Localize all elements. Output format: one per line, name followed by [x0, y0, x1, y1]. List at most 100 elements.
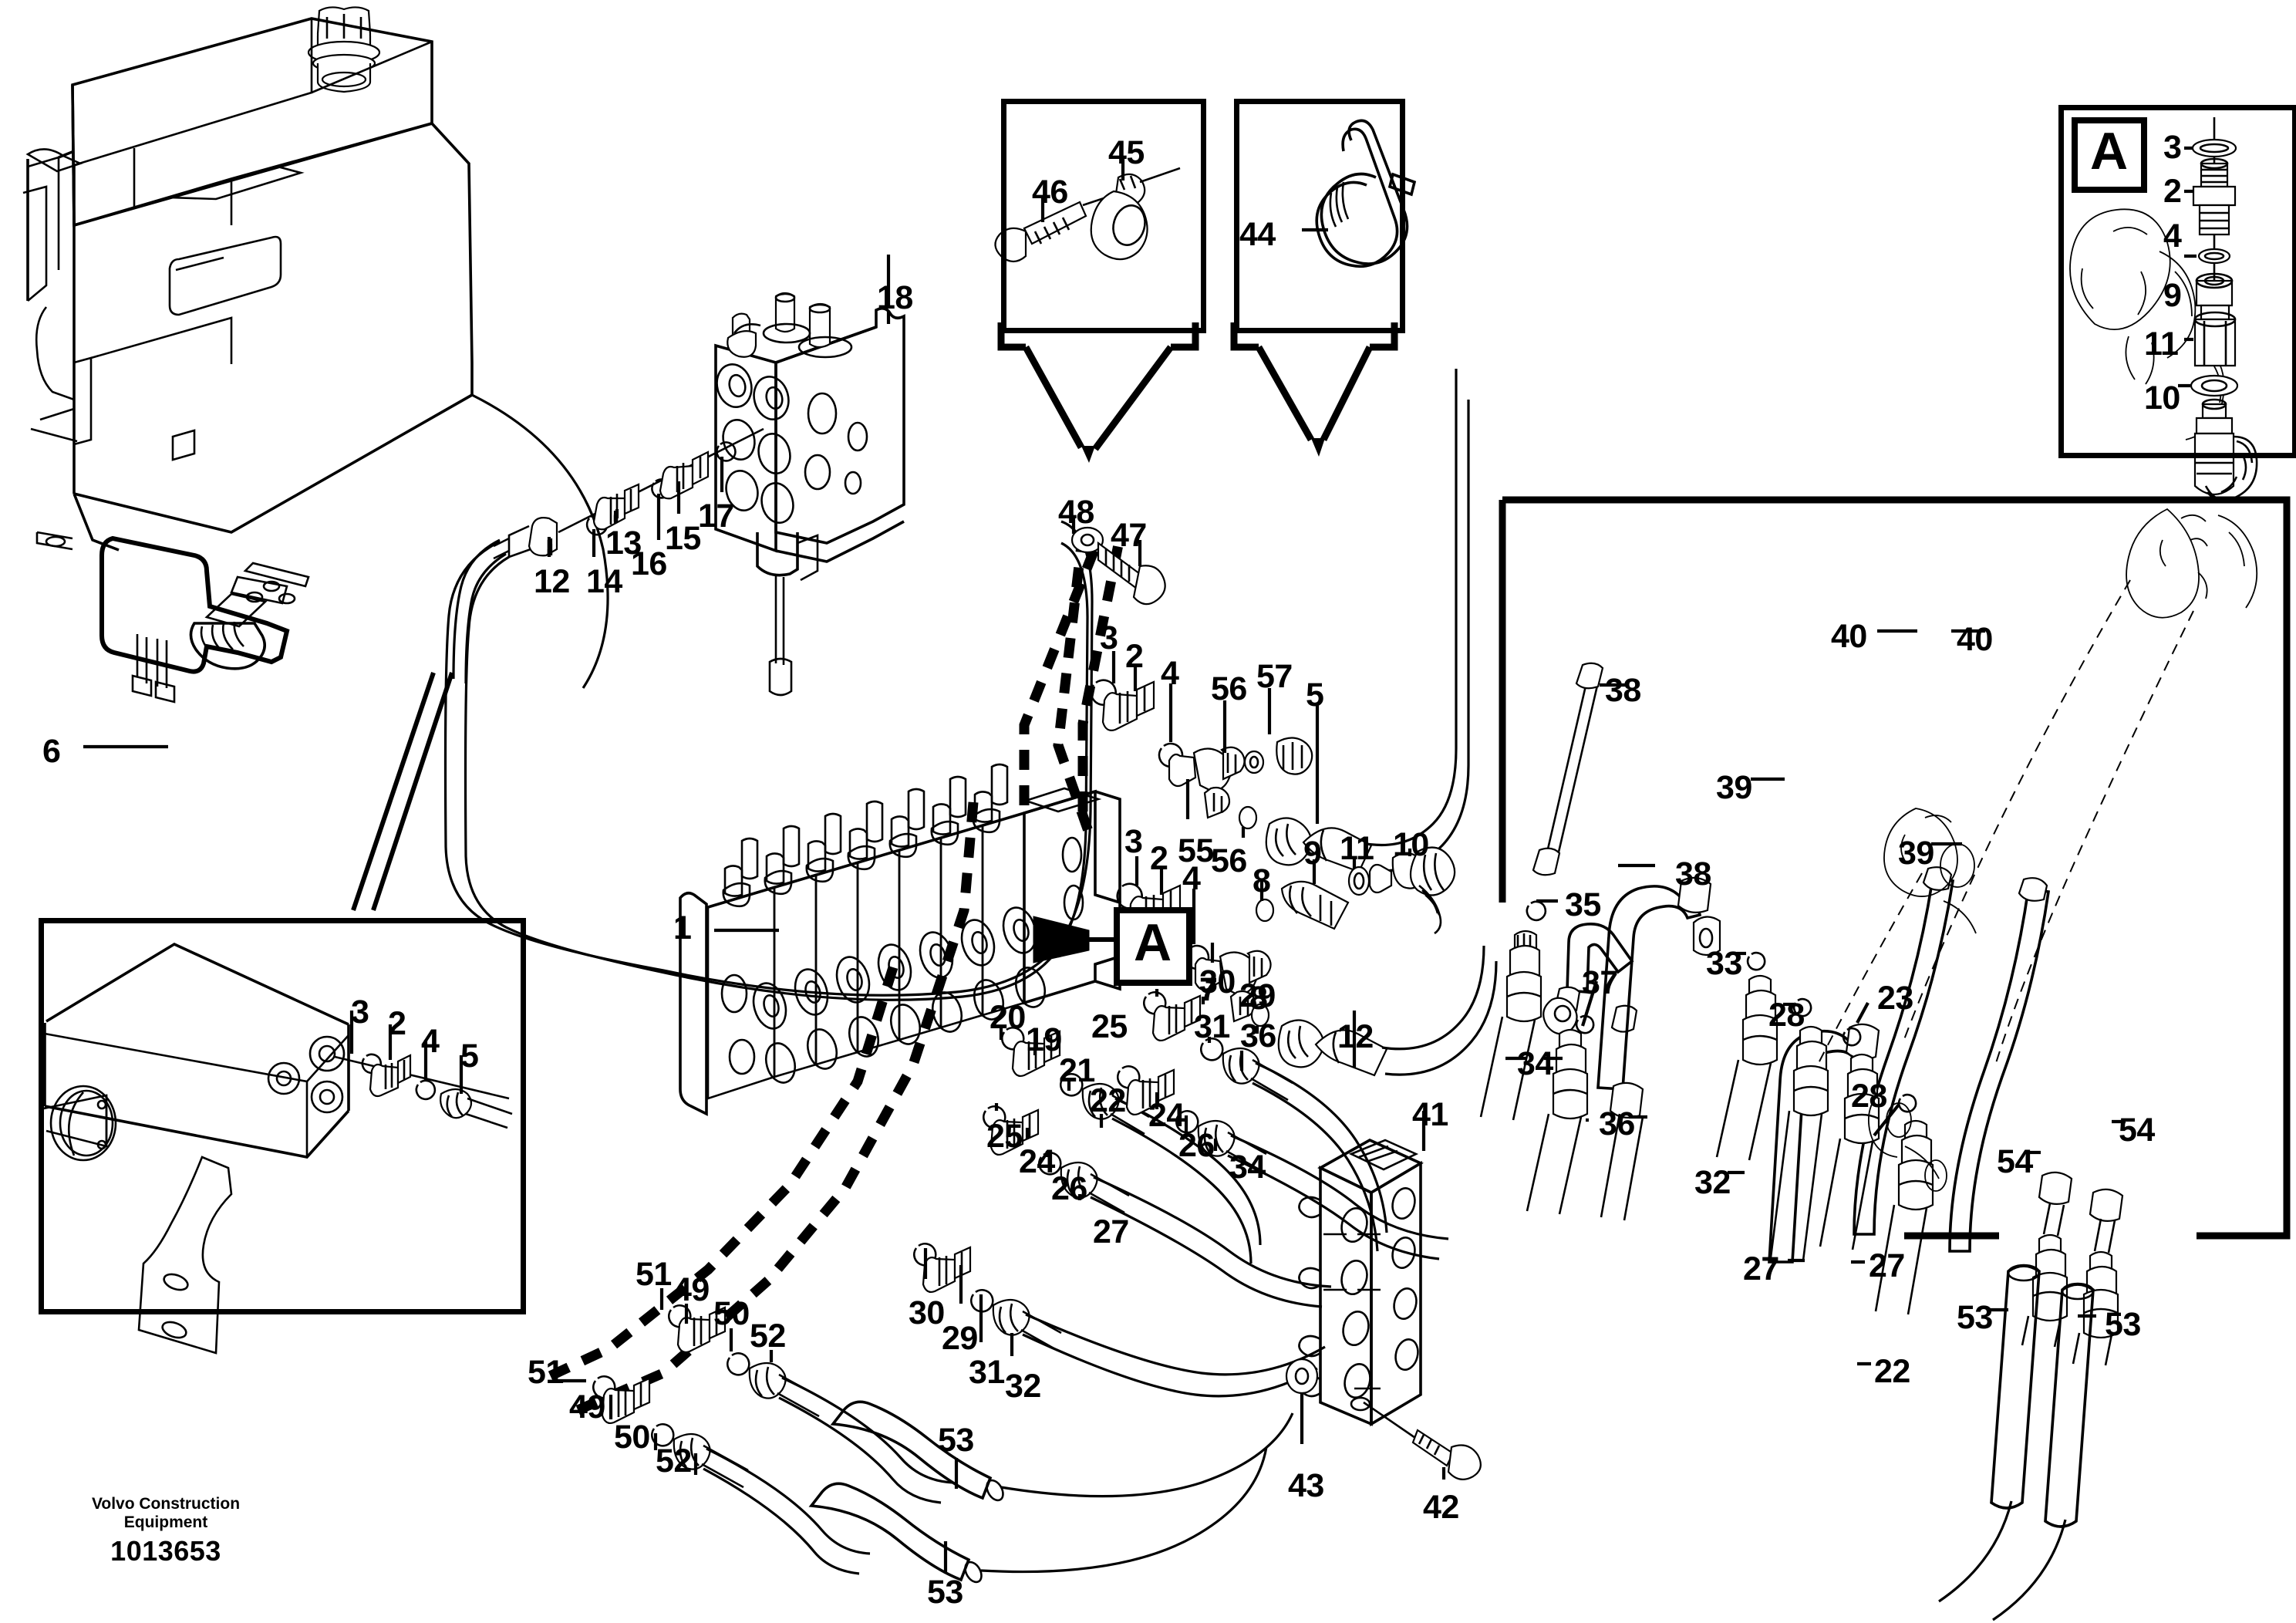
- callout-38-b: 38: [1675, 855, 1711, 892]
- callout-detail-4: 4: [421, 1023, 440, 1060]
- callout-47: 47: [1111, 517, 1147, 554]
- callout-28-a: 28: [1768, 997, 1805, 1034]
- callout-40-a: 40: [1831, 618, 1867, 655]
- callout-12-hose: 12: [1337, 1018, 1374, 1055]
- callout-31-b: 31: [969, 1354, 1005, 1391]
- detail-a-badge-center: A: [1114, 907, 1192, 986]
- callout-9: 9: [1303, 835, 1322, 872]
- callout-27-right-b: 27: [1869, 1247, 1905, 1284]
- callout-24-a: 24: [1019, 1143, 1055, 1180]
- callout-42: 42: [1423, 1489, 1459, 1526]
- callout-a-11: 11: [2144, 326, 2179, 363]
- callout-24-b: 24: [1148, 1097, 1185, 1134]
- callout-22-mid: 22: [1090, 1082, 1126, 1119]
- callout-36-a: 36: [1240, 1017, 1276, 1054]
- valve18-callout-leaders: [547, 457, 724, 557]
- callout-41: 41: [1412, 1096, 1448, 1133]
- control-valve-18: [452, 255, 905, 697]
- callout-55: 55: [1178, 832, 1214, 869]
- callout-50-a: 50: [713, 1295, 750, 1332]
- callout-26-a: 26: [1051, 1170, 1087, 1207]
- callout-31-a: 31: [1194, 1008, 1230, 1045]
- detail-a-center-connector: [1033, 916, 1114, 963]
- callout-detail-2: 2: [388, 1005, 406, 1042]
- main-control-valve-block: [679, 763, 1121, 1116]
- callout-54-a: 54: [1997, 1143, 2033, 1180]
- callout-u2: 2: [1125, 638, 1144, 675]
- callout-a-2: 2: [2163, 173, 2182, 210]
- callout-m4: 4: [1182, 860, 1201, 897]
- callout-53-bottom-a: 53: [938, 1422, 974, 1459]
- callout-32-b: 32: [1005, 1368, 1041, 1405]
- brand-line-2: Equipment: [123, 1513, 208, 1532]
- callout-8-lower: 8: [1249, 980, 1268, 1017]
- callout-25-a: 25: [1091, 1008, 1128, 1045]
- callout-57: 57: [1256, 658, 1293, 695]
- callout-53-bottom-b: 53: [927, 1574, 963, 1611]
- callout-39-a: 39: [1716, 769, 1752, 806]
- detail-a-badge-center-text: A: [1134, 913, 1172, 972]
- callout-12-inlet: 12: [534, 563, 570, 600]
- callout-32-right: 32: [1694, 1164, 1731, 1201]
- callout-40-b: 40: [1957, 621, 1993, 658]
- callout-u4: 4: [1161, 655, 1179, 692]
- detail-box-cabletie: [1234, 99, 1405, 333]
- callout-51-a: 51: [636, 1256, 672, 1293]
- callout-a-3: 3: [2163, 129, 2182, 166]
- callout-u3: 3: [1100, 619, 1118, 656]
- hydraulic-tank-assembly: [22, 6, 609, 749]
- callout-5-upper: 5: [1306, 677, 1324, 714]
- manifold-block: [1285, 1111, 1482, 1480]
- callout-43: 43: [1288, 1467, 1324, 1504]
- callout-27-a: 27: [1093, 1213, 1129, 1250]
- callout-45: 45: [1108, 134, 1145, 171]
- callout-49-a: 49: [673, 1271, 710, 1308]
- callout-52-a: 52: [750, 1318, 786, 1355]
- callout-35: 35: [1565, 886, 1601, 923]
- callout-21: 21: [1059, 1052, 1095, 1089]
- main-suction-hose-loop: [443, 520, 1094, 1001]
- callout-30-b: 30: [909, 1294, 945, 1331]
- callout-7: 7: [1199, 971, 1218, 1008]
- detail-box-tank-port: [39, 918, 526, 1314]
- callout-50-b: 50: [614, 1419, 650, 1456]
- callout-a-9: 9: [2163, 277, 2182, 314]
- callout-56-lower: 56: [1211, 842, 1247, 879]
- detail-a-contents: [2178, 117, 2258, 502]
- callout-23: 23: [1877, 980, 1913, 1017]
- callout-53-right-a: 53: [1957, 1299, 1993, 1336]
- callout-33: 33: [1706, 945, 1742, 982]
- callout-52-b: 52: [656, 1442, 692, 1480]
- callout-49-b: 49: [569, 1388, 605, 1426]
- callout-m3: 3: [1124, 823, 1143, 860]
- callout-56-upper: 56: [1211, 670, 1247, 707]
- callout-m2: 2: [1150, 840, 1168, 877]
- callout-30-a: 30: [1199, 963, 1236, 1000]
- callout-15: 15: [665, 520, 701, 557]
- callout-17: 17: [698, 498, 734, 535]
- detail-box-connector-bottom-left: [351, 672, 454, 911]
- callout-53-right-b: 53: [2105, 1306, 2141, 1343]
- callout-19: 19: [1026, 1021, 1062, 1058]
- callout-29-b: 29: [942, 1320, 978, 1357]
- callout-10: 10: [1393, 826, 1429, 863]
- detail-box-clamp: [1001, 99, 1206, 333]
- detail-box-a: [2058, 105, 2296, 458]
- callout-20: 20: [990, 999, 1026, 1036]
- callout-29-a: 29: [1239, 977, 1276, 1014]
- callout-a-4: 4: [2163, 218, 2182, 255]
- callout-8-upper: 8: [1253, 862, 1271, 899]
- callout-22-right: 22: [1874, 1353, 1910, 1390]
- detail-a-badge-topright-text: A: [2090, 122, 2129, 181]
- clamp-box-contents: [994, 119, 1417, 268]
- dashed-assembly-paths: [538, 531, 1124, 1418]
- callout-46: 46: [1032, 174, 1068, 211]
- callout-51-b: 51: [528, 1354, 564, 1391]
- callout-54-b: 54: [2119, 1112, 2155, 1149]
- drawing-number: 1013653: [110, 1535, 221, 1567]
- callout-14: 14: [586, 563, 622, 600]
- callout-48: 48: [1058, 494, 1094, 531]
